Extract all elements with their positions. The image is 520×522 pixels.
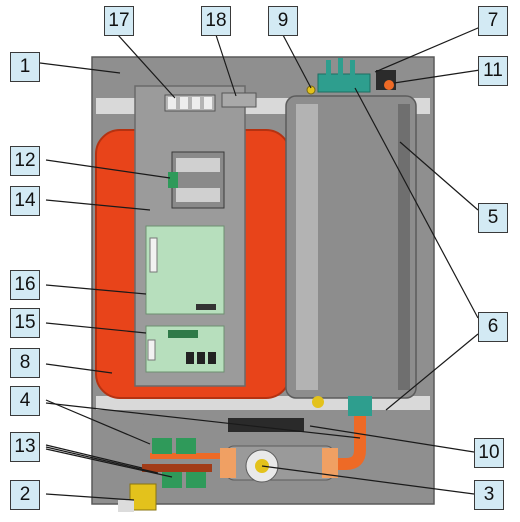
callout-17: 17 — [104, 6, 134, 36]
callout-5: 5 — [478, 203, 508, 233]
leader-4b — [45, 402, 361, 439]
callout-16: 16 — [10, 270, 40, 300]
callout-9: 9 — [268, 6, 298, 36]
leader-10 — [309, 425, 475, 453]
leader-13c — [45, 448, 173, 478]
leader-14 — [45, 199, 151, 211]
callout-14: 14 — [10, 186, 40, 216]
heater-vessel — [285, 95, 417, 399]
callout-4: 4 — [10, 386, 40, 416]
callout-13: 13 — [10, 432, 40, 462]
leader-17 — [117, 34, 176, 99]
leader-11 — [393, 69, 481, 84]
callout-18: 18 — [201, 6, 231, 36]
callout-10: 10 — [474, 438, 504, 468]
leader-15 — [45, 322, 147, 334]
callout-7: 7 — [478, 6, 508, 36]
circulation-pump — [220, 445, 338, 483]
lower-fitting — [348, 396, 372, 416]
contactor — [168, 151, 225, 209]
main-pcb — [145, 225, 225, 315]
leader-18 — [215, 34, 237, 97]
inlet-fitting — [129, 483, 157, 511]
safety-valve-top — [384, 80, 394, 90]
callout-1: 1 — [10, 52, 40, 82]
relay-block — [164, 94, 216, 112]
leader-7 — [374, 21, 493, 73]
shutoff-valves — [142, 438, 212, 488]
leader-13a — [45, 444, 143, 469]
callout-8: 8 — [10, 348, 40, 378]
leader-2 — [45, 493, 135, 501]
leader-1 — [39, 62, 121, 74]
leader-13b — [45, 446, 159, 474]
drain-nut — [312, 396, 324, 408]
leader-16 — [45, 284, 147, 295]
leader-4a — [45, 399, 151, 445]
leader-9 — [282, 34, 312, 89]
relay-pcb — [145, 325, 225, 373]
callout-12: 12 — [10, 146, 40, 176]
leader-6b — [385, 333, 479, 411]
callout-6: 6 — [478, 312, 508, 342]
heater-head — [317, 58, 371, 93]
callout-2: 2 — [10, 480, 40, 510]
bottom-rail — [96, 396, 430, 410]
terminal-connector — [221, 92, 257, 108]
callout-15: 15 — [10, 308, 40, 338]
leader-3 — [261, 465, 475, 495]
supply-pipe — [330, 416, 366, 470]
leader-12 — [45, 159, 171, 179]
callout-11: 11 — [478, 56, 508, 86]
pressure-sensor — [228, 418, 304, 432]
leader-8 — [45, 363, 113, 374]
sensor-plug — [306, 85, 316, 95]
leader-6a — [354, 87, 479, 319]
leader-5 — [399, 141, 479, 211]
callout-3: 3 — [474, 480, 504, 510]
inlet-pipe — [118, 500, 134, 512]
